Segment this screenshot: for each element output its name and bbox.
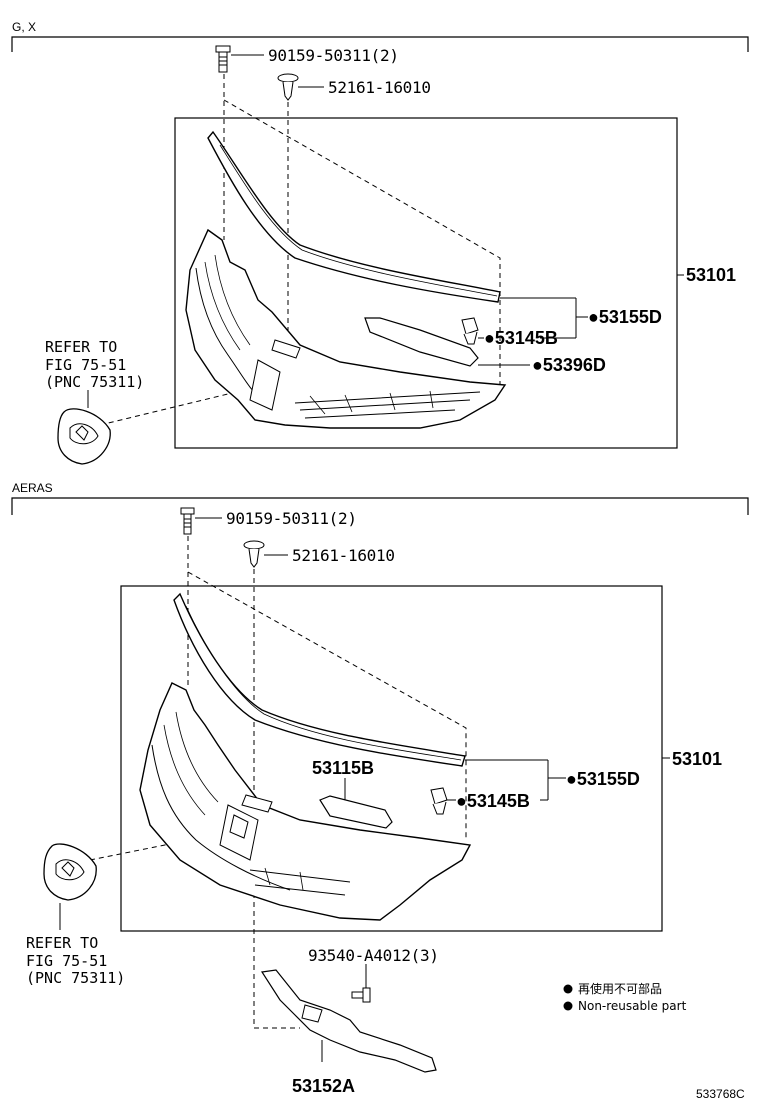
ref-bot-line2: FIG 75-51 xyxy=(26,952,107,970)
label-bot-lower: 53152A xyxy=(292,1076,355,1096)
clip-icon xyxy=(243,540,265,568)
emblem-icon xyxy=(57,408,111,465)
grille-body-aeras xyxy=(139,682,472,921)
callouts-gx xyxy=(478,274,684,366)
callouts-aeras xyxy=(446,757,670,801)
label-top-bolt: 90159-50311(2) xyxy=(268,46,399,65)
retainer-icon xyxy=(461,317,479,345)
legend: 再使用不可部品 Non-reusable part xyxy=(563,981,687,1013)
ref-bot-line1: REFER TO xyxy=(26,934,98,952)
label-bot-seal: ●53155D xyxy=(566,769,640,789)
label-bot-bolt2: 93540-A4012(3) xyxy=(308,946,439,965)
label-bot-bolt: 90159-50311(2) xyxy=(226,509,357,528)
retainer-icon xyxy=(430,787,448,815)
bullet-icon xyxy=(563,984,573,994)
upper-molding-gx xyxy=(207,130,501,303)
bracket-53396d-gx xyxy=(364,317,479,367)
assembly-frame-gx xyxy=(174,117,678,449)
ref-bot-line3: (PNC 75311) xyxy=(26,969,125,987)
label-bot-assembly: 53101 xyxy=(672,749,722,769)
label-top-clip: 52161-16010 xyxy=(328,78,431,97)
section-aeras: AERAS 90159-50311(2) 52161-16010 xyxy=(11,481,749,1096)
label-top-seal: ●53155D xyxy=(588,307,662,327)
legend-jp: 再使用不可部品 xyxy=(578,981,662,996)
legend-en: Non-reusable part xyxy=(578,999,687,1013)
label-bot-clip: 52161-16010 xyxy=(292,546,395,565)
upper-molding-aeras xyxy=(173,592,466,767)
bullet-icon xyxy=(563,1001,573,1011)
part-53115b xyxy=(319,795,393,829)
bolt-icon xyxy=(215,45,231,73)
section-title-aeras: AERAS xyxy=(12,481,53,495)
label-top-assembly: 53101 xyxy=(686,265,736,285)
lower-bracket-53152a xyxy=(260,969,437,1073)
bolt-icon xyxy=(351,987,371,1003)
bolt-icon xyxy=(180,507,195,535)
diagram-code: 533768C xyxy=(696,1087,745,1101)
ref-top-line1: REFER TO xyxy=(45,338,117,356)
section-title-gx: G, X xyxy=(12,20,36,34)
label-bot-part: 53115B xyxy=(312,758,374,778)
ref-top-line2: FIG 75-51 xyxy=(45,356,126,374)
label-top-bracket: ●53396D xyxy=(532,355,606,375)
label-top-retainer: ●53145B xyxy=(484,328,558,348)
section-bracket-aeras xyxy=(11,497,749,515)
clip-icon xyxy=(277,73,299,101)
emblem-icon xyxy=(43,843,97,901)
label-bot-retainer: ●53145B xyxy=(456,791,530,811)
ref-top-line3: (PNC 75311) xyxy=(45,373,144,391)
section-gx: G, X 90159-50311(2) 52161-16010 xyxy=(11,20,749,465)
section-bracket-gx xyxy=(11,36,749,52)
